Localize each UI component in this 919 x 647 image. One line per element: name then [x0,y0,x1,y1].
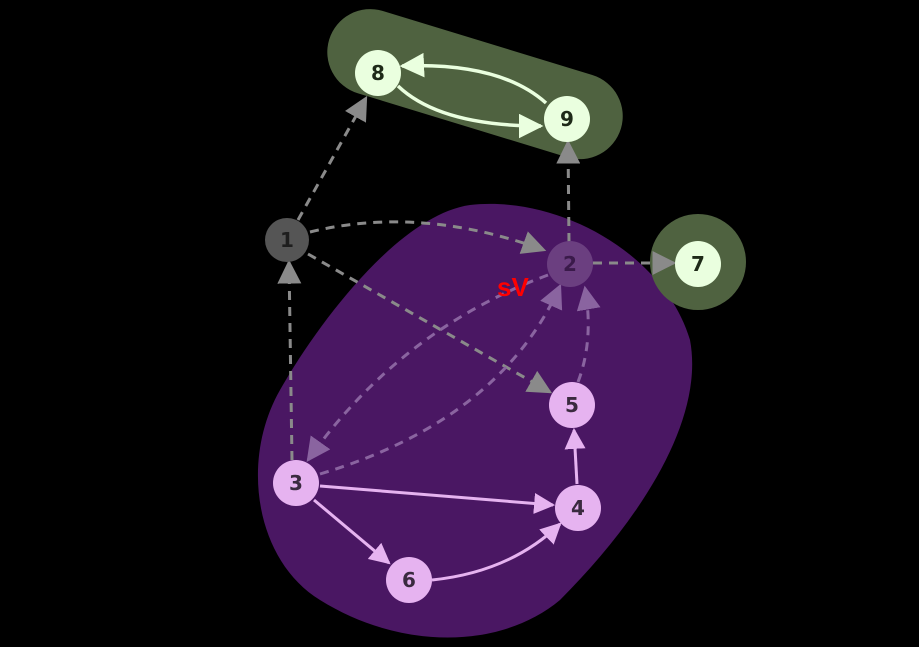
node-4-label: 4 [571,496,585,520]
node-7-circle [675,241,721,287]
edge-2-9 [556,139,581,243]
node-6[interactable]: 6 [386,557,432,603]
node-1[interactable]: 1 [265,218,309,262]
node-2[interactable]: 2 [547,241,593,287]
edge-2-3 [306,273,549,462]
edge-1-2 [309,220,547,254]
sv-annotation: sV [497,272,529,302]
node-5-label: 5 [565,393,579,417]
edge-3-6 [313,498,391,565]
node-5-circle [549,382,595,428]
node-8-circle [355,50,401,96]
edge-3-4 [319,484,556,514]
node-4[interactable]: 4 [555,485,601,531]
node-9-circle [544,96,590,142]
edge-4-5 [564,427,586,485]
edge-3-1 [277,259,302,461]
node-4-circle [555,485,601,531]
edge-5-2 [576,285,601,383]
edge-6-4 [431,522,562,582]
node-6-circle [386,557,432,603]
node-7-label: 7 [691,252,705,276]
node-1-circle [265,218,309,262]
node-9[interactable]: 9 [544,96,590,142]
edge-1-8 [296,95,368,221]
node-5[interactable]: 5 [549,382,595,428]
node-8[interactable]: 8 [355,50,401,96]
node-2-circle [547,241,593,287]
groups-layer [257,9,746,638]
node-3-label: 3 [289,471,303,495]
node-3[interactable]: 3 [273,460,319,506]
node-8-label: 8 [371,61,385,85]
edges-layer [277,52,677,582]
node-6-label: 6 [402,568,416,592]
node-3-circle [273,460,319,506]
edge-9-8 [399,52,548,105]
edge-1-5 [307,252,553,394]
edge-3-2 [319,283,563,476]
node-7[interactable]: 7 [675,241,721,287]
node-9-label: 9 [560,107,574,131]
node-1-label: 1 [280,228,294,252]
nodes-layer: 1 2 3 4 5 6 7 8 [265,50,721,603]
node-2-label: 2 [563,252,577,276]
edge-8-9 [396,84,544,139]
